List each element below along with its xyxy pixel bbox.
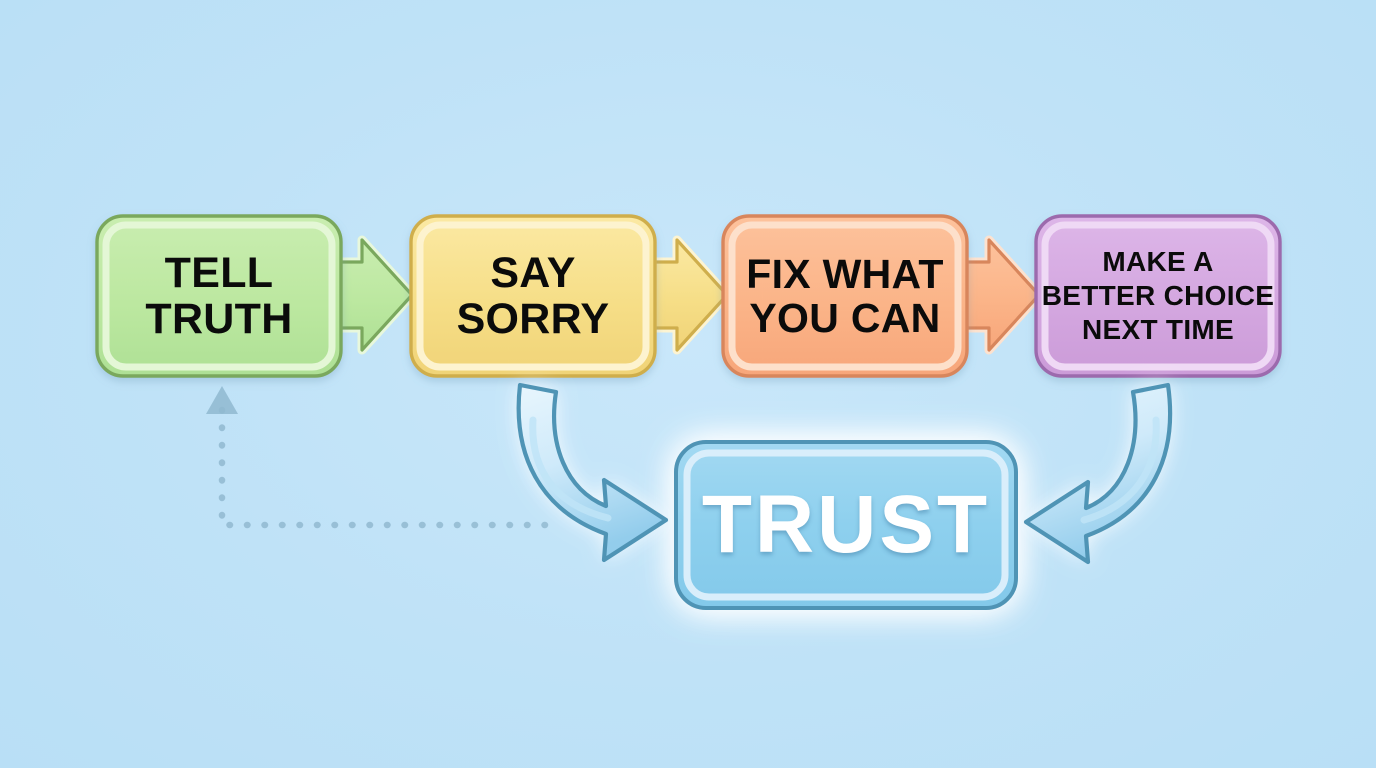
curved-arrow-to-trust-left — [516, 382, 669, 563]
step-arrow-3-to-4 — [952, 235, 1044, 355]
step-arrow-2-to-3 — [640, 235, 732, 355]
feedback-dotted-connector — [206, 386, 549, 529]
feedback-arrowhead — [206, 386, 238, 414]
step-box-make-a-better-choice-next-time[interactable] — [1034, 214, 1282, 378]
outcome-box-trust[interactable] — [674, 440, 1018, 610]
step-box-say-sorry[interactable] — [409, 214, 657, 378]
step-box-fix-what-you-can[interactable] — [721, 214, 969, 378]
step-box-tell-truth[interactable] — [95, 214, 343, 378]
curved-arrow-to-trust-right — [1023, 382, 1173, 565]
